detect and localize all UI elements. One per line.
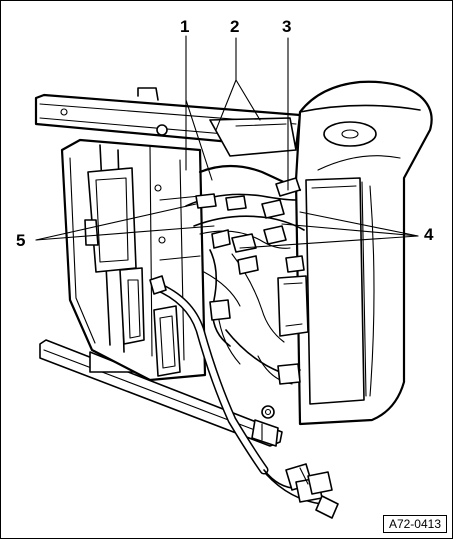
figure-reference: A72-0413	[382, 515, 447, 533]
callout-2: 2	[230, 17, 239, 36]
leader-lines	[35, 35, 419, 249]
seat-cushion	[294, 80, 433, 426]
cushion-frame	[34, 87, 302, 157]
callout-1: 1	[180, 17, 189, 36]
callout-5: 5	[16, 231, 25, 250]
seat-rail	[39, 339, 283, 447]
callout-4: 4	[424, 225, 434, 244]
module-box	[277, 275, 309, 337]
callout-3: 3	[282, 17, 291, 36]
backrest-frame	[60, 138, 207, 382]
loose-cable	[149, 275, 339, 519]
wiring-harness	[185, 164, 305, 385]
